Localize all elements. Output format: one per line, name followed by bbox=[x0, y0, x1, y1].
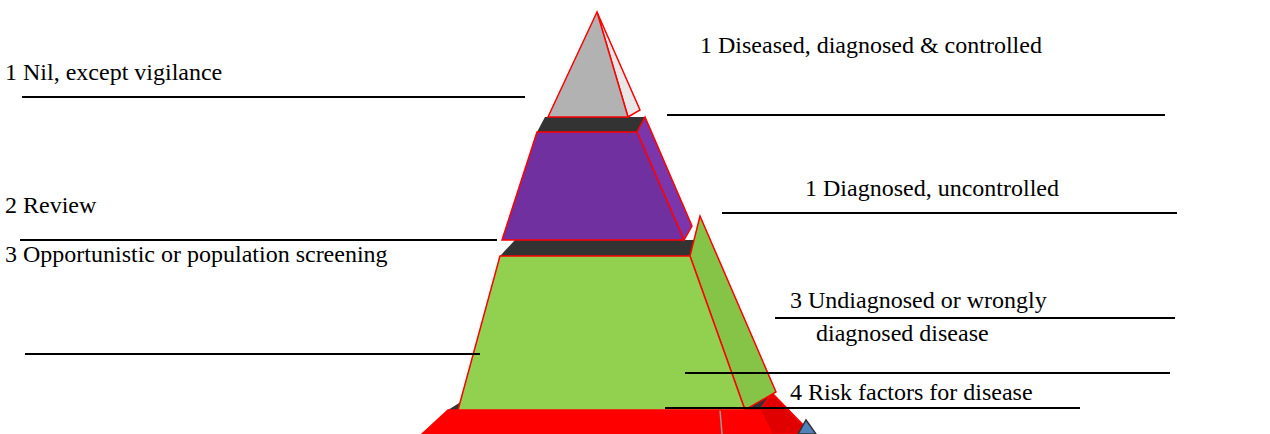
blue-corner bbox=[798, 420, 816, 434]
leader-line bbox=[25, 353, 480, 355]
red-layer-front bbox=[422, 410, 772, 434]
level-label: 4 Risk factors for disease bbox=[790, 378, 1260, 406]
leader-line bbox=[20, 239, 497, 241]
leader-line bbox=[665, 407, 1080, 409]
level-label: 1 Diseased, diagnosed & controlled bbox=[700, 31, 1260, 59]
edge-line bbox=[720, 410, 722, 434]
level-label: 3 Opportunistic or population screening bbox=[5, 241, 390, 268]
green-layer-top bbox=[500, 240, 697, 256]
leader-line bbox=[722, 212, 1177, 214]
level-label: 2 Review bbox=[5, 191, 485, 219]
leader-line bbox=[775, 317, 1175, 319]
level-label: 3 Undiagnosed or wrongly diagnosed disea… bbox=[790, 284, 1120, 350]
leader-line bbox=[22, 96, 525, 98]
purple-layer-top bbox=[537, 117, 645, 132]
green-layer-front bbox=[458, 256, 745, 410]
pyramid bbox=[422, 12, 816, 434]
leader-line bbox=[685, 372, 1170, 374]
level-label: 1 Nil, except vigilance bbox=[5, 58, 525, 86]
grey-apex-front bbox=[548, 12, 628, 117]
level-label: 1 Diagnosed, uncontrolled bbox=[805, 174, 1260, 202]
leader-line bbox=[667, 114, 1165, 116]
purple-layer-front bbox=[502, 132, 684, 240]
